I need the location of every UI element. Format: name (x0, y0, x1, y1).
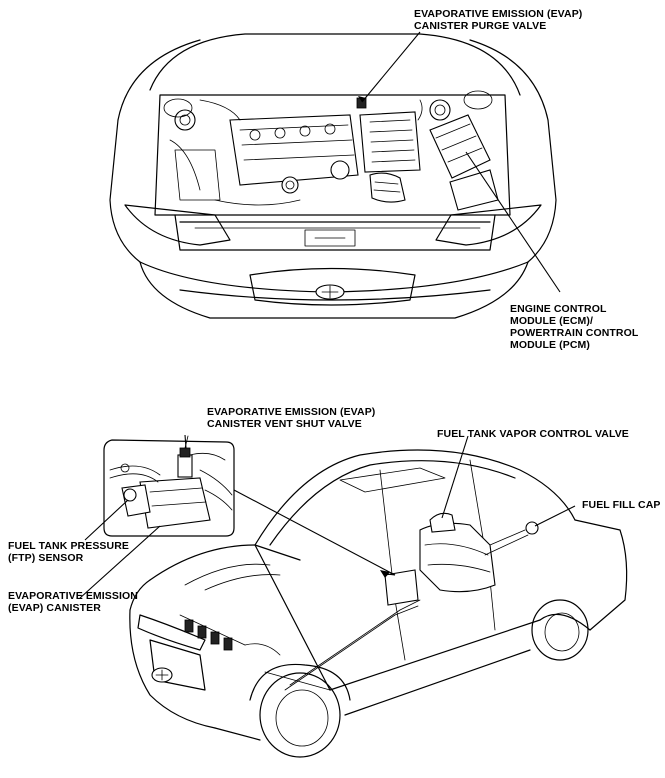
inset-to-car-leader (233, 489, 396, 576)
ecm-leader (465, 151, 561, 293)
label-line: ENGINE CONTROL (510, 303, 607, 315)
label-fuel-fill-cap: FUEL FILL CAP (582, 499, 661, 511)
canister-leader (79, 525, 161, 599)
fuel-cap-leader (534, 505, 576, 527)
label-ftp-sensor: FUEL TANK PRESSURE (FTP) SENSOR (8, 540, 129, 564)
label-line: EVAPORATIVE EMISSION (8, 590, 138, 602)
label-evap-purge-valve: EVAPORATIVE EMISSION (EVAP) CANISTER PUR… (414, 8, 582, 32)
vehicle-illustration (129, 449, 628, 758)
label-evap-vent-shut-valve: EVAPORATIVE EMISSION (EVAP) CANISTER VEN… (207, 406, 375, 430)
label-line: CANISTER VENT SHUT VALVE (207, 418, 362, 430)
vapor-valve-leader (441, 435, 469, 519)
label-line: MODULE (PCM) (510, 339, 590, 351)
canister-inset-illustration (103, 435, 235, 537)
purge-valve-leader (361, 31, 421, 103)
label-line: (FTP) SENSOR (8, 552, 84, 564)
label-line: POWERTRAIN CONTROL (510, 327, 639, 339)
engine-bay-illustration (109, 33, 557, 319)
label-line: EVAPORATIVE EMISSION (EVAP) (414, 8, 583, 20)
vent-valve-leader (184, 434, 187, 449)
label-line: MODULE (ECM)/ (510, 315, 593, 327)
label-line: FUEL TANK PRESSURE (8, 540, 130, 552)
ftp-sensor-leader (84, 499, 129, 541)
label-fuel-tank-vapor-control-valve: FUEL TANK VAPOR CONTROL VALVE (437, 428, 629, 440)
label-ecm-pcm: ENGINE CONTROL MODULE (ECM)/ POWERTRAIN … (510, 303, 638, 351)
label-line: (EVAP) CANISTER (8, 602, 101, 614)
label-line: FUEL TANK VAPOR CONTROL VALVE (437, 428, 629, 440)
label-line: EVAPORATIVE EMISSION (EVAP) (207, 406, 376, 418)
label-line: CANISTER PURGE VALVE (414, 20, 547, 32)
label-evap-canister: EVAPORATIVE EMISSION (EVAP) CANISTER (8, 590, 138, 614)
label-line: FUEL FILL CAP (582, 499, 661, 511)
